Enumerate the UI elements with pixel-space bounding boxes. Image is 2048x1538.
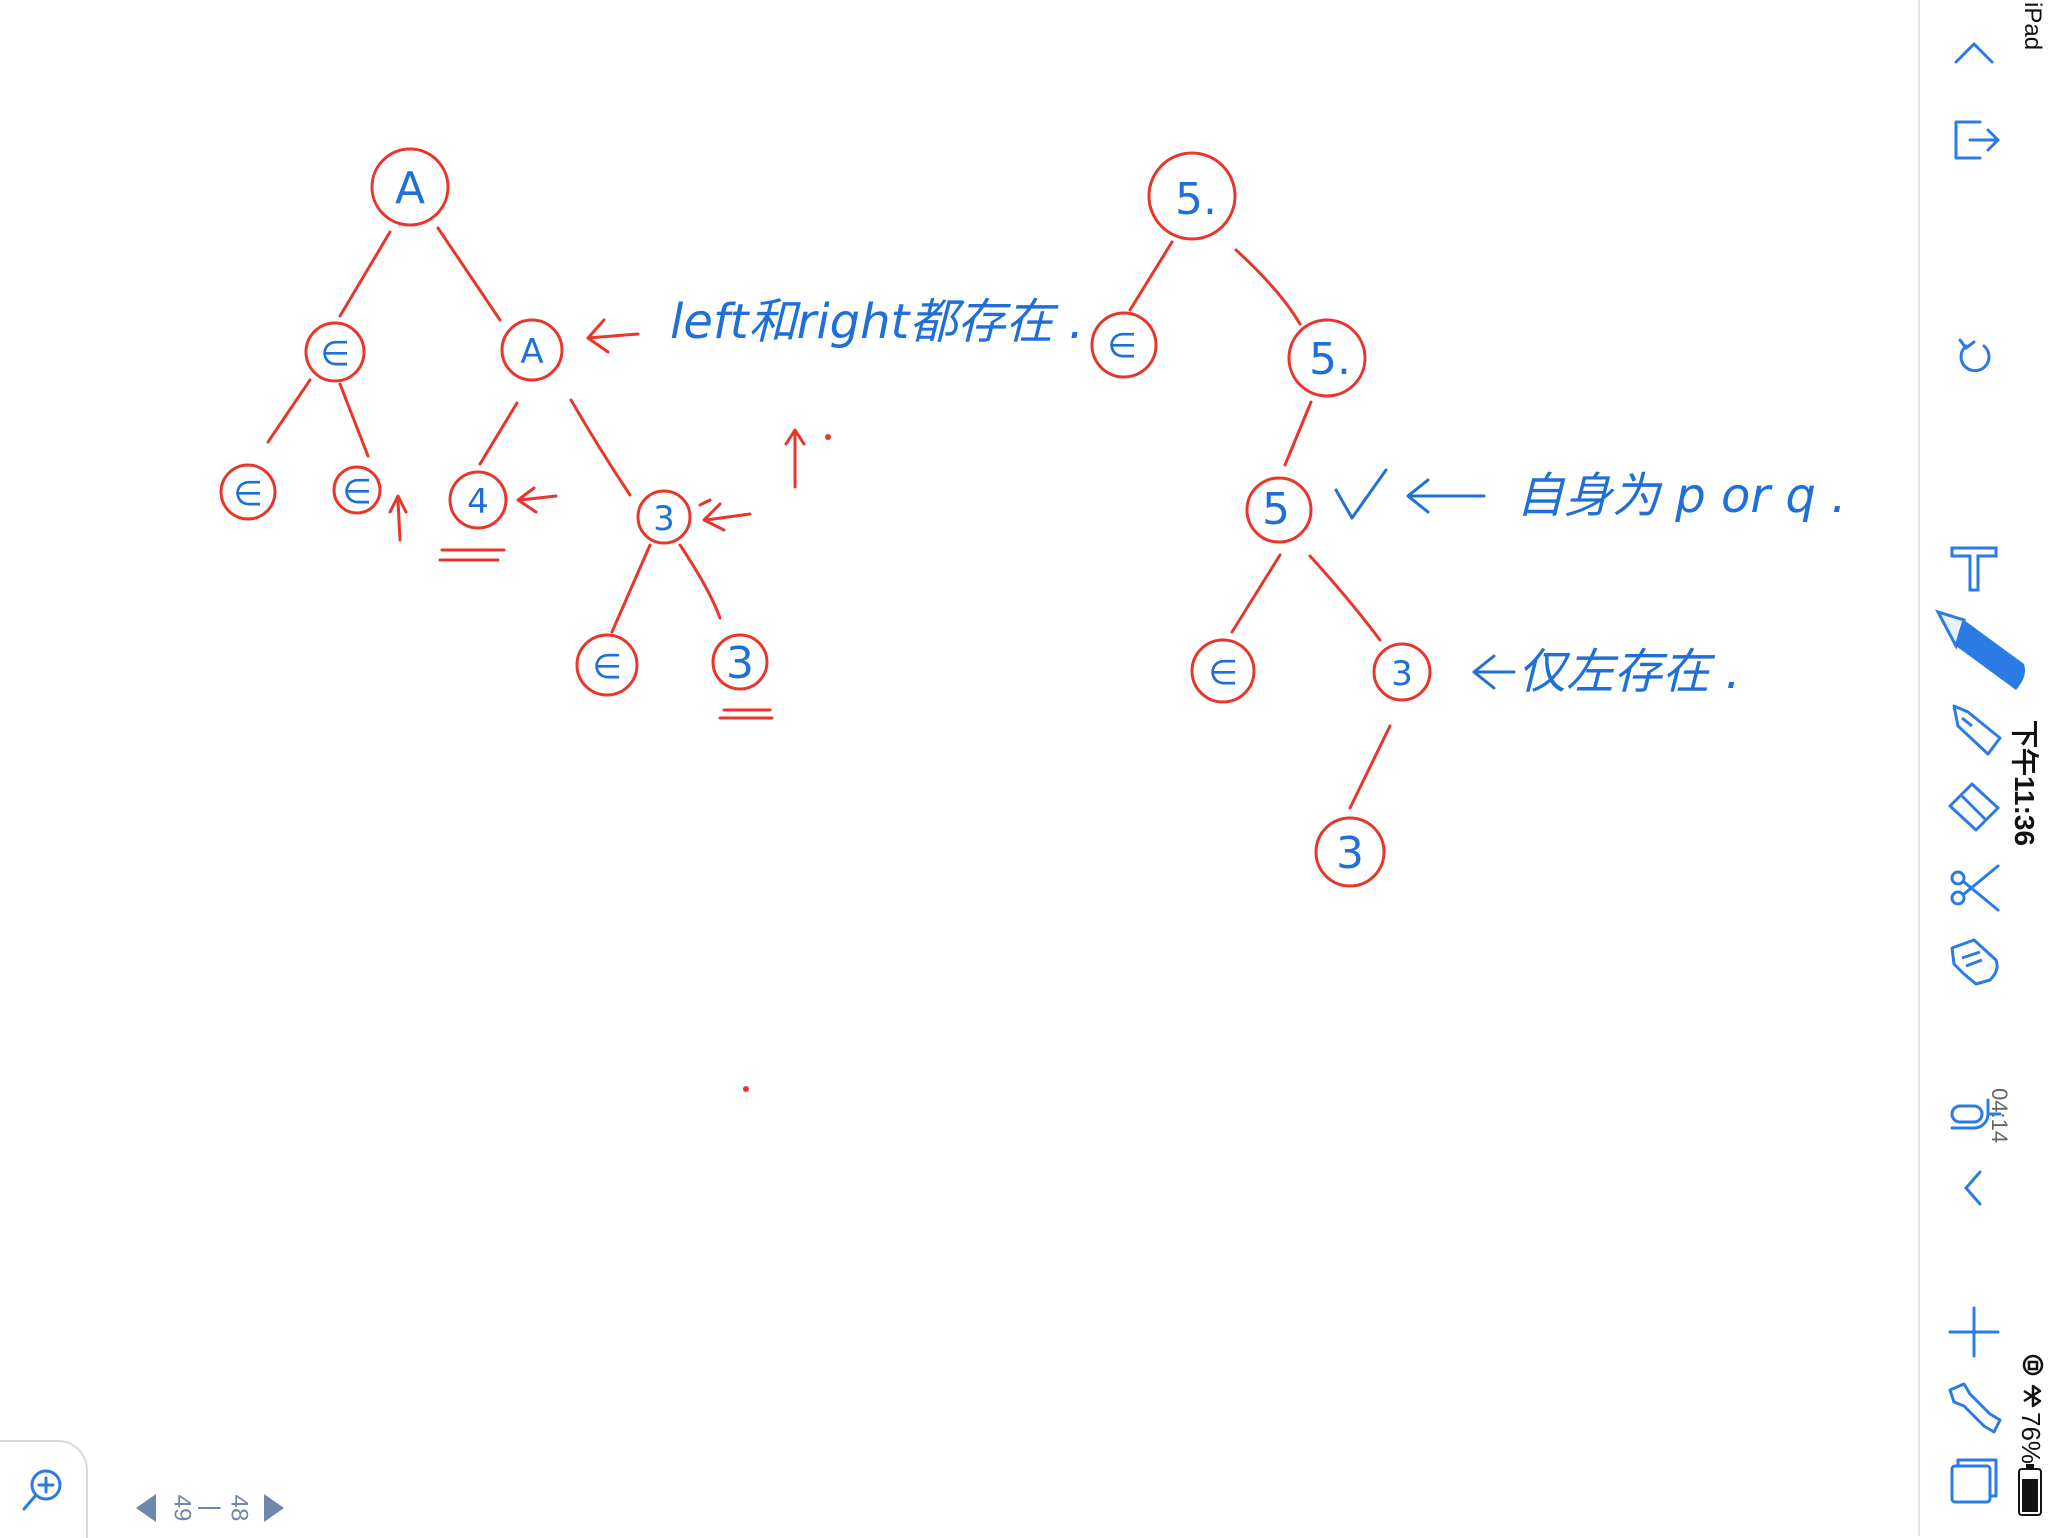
pen-tool-button[interactable] xyxy=(1930,606,2030,696)
export-icon xyxy=(1954,120,2000,160)
tree1-node-circle xyxy=(575,633,639,697)
tree1-node-label: 4 xyxy=(467,482,489,522)
battery-indicator xyxy=(2018,1464,2042,1516)
text-tool-button[interactable] xyxy=(1938,530,2010,602)
tree2-node-circle xyxy=(1245,476,1313,544)
tree2-node-label: 5. xyxy=(1309,334,1351,385)
tree2-node-label: 5. xyxy=(1175,174,1217,225)
tree1-node-circle xyxy=(636,489,692,545)
tree2-node-label: 5 xyxy=(1262,484,1290,535)
tree1-node-circle xyxy=(332,465,382,515)
tree2-node-label: 3 xyxy=(1391,654,1413,694)
zoom-icon xyxy=(22,1469,62,1511)
tool-sidebar: iPad 下午11:36 04:14 76% xyxy=(1918,0,2048,1536)
tree1-node-label: ∈ xyxy=(592,647,622,687)
tree1-annotation: left和right都存在 . xyxy=(670,294,1084,350)
pages-button[interactable] xyxy=(1938,1446,2010,1518)
clock: 下午11:36 xyxy=(2009,720,2040,847)
tree1-node-circle xyxy=(304,321,366,383)
ink-strokes xyxy=(219,147,1516,1092)
undo-icon xyxy=(1958,338,1991,373)
prev-page-button[interactable] xyxy=(136,1494,156,1522)
tree1-node-circle xyxy=(448,470,508,530)
recording-time: 04:14 xyxy=(1987,1088,2012,1144)
export-button[interactable] xyxy=(1938,104,2010,176)
tree2-node-circle xyxy=(1090,311,1158,379)
tree1-node-label: A xyxy=(520,332,544,372)
highlighter-icon xyxy=(1952,704,2002,756)
add-icon xyxy=(1948,1306,2000,1358)
tree2-annotation-left: 仅左存在 . xyxy=(1518,644,1741,700)
tree1-node-label: ∈ xyxy=(342,472,372,512)
battery-level xyxy=(2022,1478,2038,1512)
highlighter-tool-button[interactable] xyxy=(1938,692,2010,764)
settings-button[interactable] xyxy=(1938,1370,2010,1442)
eraser-icon xyxy=(1948,782,2000,832)
tree1-node-circle xyxy=(219,463,277,521)
bluetooth-icon xyxy=(2023,1384,2042,1408)
text-tool-icon xyxy=(1950,546,1998,592)
page-divider: | xyxy=(196,1504,224,1512)
chevron-up-icon xyxy=(1954,41,1994,64)
tree2-annotation-self: 自身为 p or q . xyxy=(1516,468,1847,524)
tree1-node-circle xyxy=(711,633,769,691)
tree2-node-circle xyxy=(1314,816,1386,888)
collapse-toolbar-button[interactable] xyxy=(1938,18,2010,90)
wrench-icon xyxy=(1948,1382,2002,1434)
pointer-tool-button[interactable] xyxy=(1938,924,2010,996)
next-page-button[interactable] xyxy=(263,1494,284,1522)
undo-button[interactable] xyxy=(1938,318,2010,390)
previous-button[interactable] xyxy=(1938,1152,2010,1224)
page-navigator: 49 | 48 xyxy=(136,1486,284,1530)
tree2-node-circle xyxy=(1147,151,1237,241)
tree2-node-circle xyxy=(1287,318,1367,398)
chevron-left-icon xyxy=(1964,1170,1982,1206)
microphone-icon xyxy=(1950,1098,2002,1130)
pencil-icon xyxy=(1934,609,2025,690)
tree1-node-label: ∈ xyxy=(320,334,350,374)
lasso-tool-button[interactable] xyxy=(1938,852,2010,924)
add-page-button[interactable] xyxy=(1938,1296,2010,1368)
microphone-button[interactable] xyxy=(1938,1080,2010,1152)
tree1-node-label: ∈ xyxy=(233,474,263,514)
pages-icon xyxy=(1950,1458,1998,1504)
tree2-node-label: ∈ xyxy=(1208,653,1238,693)
zoom-button[interactable] xyxy=(0,1440,88,1538)
tree1-node-circle xyxy=(370,147,450,227)
battery-percent: 76% xyxy=(2016,1412,2046,1465)
tree2-node-circle xyxy=(1372,642,1432,702)
tree1-node-circle xyxy=(500,318,564,382)
tree1-node-label: 3 xyxy=(653,499,675,539)
battery-tip xyxy=(2026,1464,2034,1468)
tree2-node-label: ∈ xyxy=(1107,326,1137,366)
tree2-node-label: 3 xyxy=(1336,828,1364,879)
tree2-node-circle xyxy=(1190,638,1256,704)
pointer-hand-icon xyxy=(1950,938,1999,986)
lock-rotation-icon xyxy=(2022,1354,2044,1376)
tree1-node-label: 3 xyxy=(726,638,754,689)
total-pages: 48 xyxy=(225,1494,253,1522)
status-icons xyxy=(2020,1352,2048,1414)
tree1-node-label: A xyxy=(394,163,426,214)
drawing-canvas[interactable]: A ∈ A ∈ ∈ 4 3 ∈ 3 left和right都存在 . 5. ∈ 5… xyxy=(0,0,1918,1536)
scissors-icon xyxy=(1950,864,2000,912)
device-name: iPad xyxy=(2019,2,2046,51)
eraser-tool-button[interactable] xyxy=(1938,770,2010,842)
current-page: 49 xyxy=(168,1494,196,1522)
